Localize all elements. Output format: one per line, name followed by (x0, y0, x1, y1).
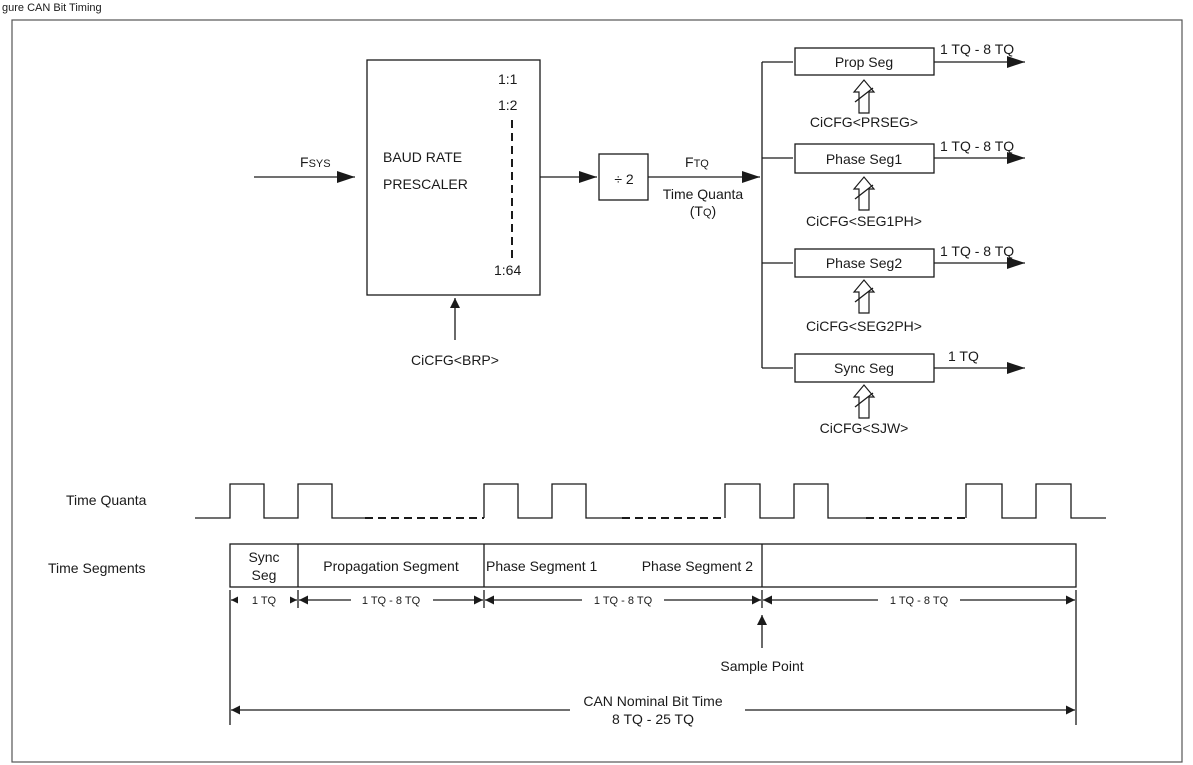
svg-text:(TQ): (TQ) (690, 203, 716, 219)
sample-point: Sample Point (720, 615, 804, 674)
ftq-subscript: TQ (694, 158, 710, 170)
svg-text:FTQ: FTQ (685, 154, 709, 170)
time-quanta-row: Time Quanta (66, 483, 1106, 519)
brp-config-label: CiCFG<BRP> (411, 352, 499, 368)
sync-seg-range: 1 TQ (948, 348, 979, 364)
divider-label: ÷ 2 (614, 171, 634, 187)
prop-seg-config: CiCFG<PRSEG> (810, 114, 918, 130)
svg-text:FSYS: FSYS (300, 154, 331, 170)
tq-subscript: Q (703, 207, 712, 219)
figure-title-fragment: gure CAN Bit Timing (2, 2, 102, 14)
span-phase2: 1 TQ - 8 TQ (890, 595, 949, 607)
sync-seg-config: CiCFG<SJW> (820, 420, 909, 436)
sync-seg-cell-line2: Seg (252, 567, 277, 583)
phase-segment-2-cell: Phase Segment 2 (642, 558, 754, 574)
nominal-bit-time-line1: CAN Nominal Bit Time (583, 693, 722, 709)
sync-seg-cell-line1: Sync (248, 549, 279, 565)
segment-phase2: Phase Seg2 1 TQ - 8 TQ CiCFG<SEG2PH> (794, 243, 1025, 334)
nominal-bit-time: CAN Nominal Bit Time 8 TQ - 25 TQ (231, 692, 1075, 730)
phase-seg1-label: Phase Seg1 (826, 151, 902, 167)
prop-seg-range: 1 TQ - 8 TQ (940, 41, 1014, 57)
time-quanta-label: Time Quanta (66, 492, 147, 508)
brp-config: CiCFG<BRP> (411, 298, 499, 368)
time-segments-row: Time Segments Sync Seg Propagation Segme… (48, 543, 1077, 588)
phase-segment-1-cell: Phase Segment 1 (486, 558, 598, 574)
phase-seg2-config: CiCFG<SEG2PH> (806, 318, 922, 334)
sync-seg-label: Sync Seg (834, 360, 894, 376)
prescaler-line2: PRESCALER (383, 176, 468, 192)
span-phase1: 1 TQ - 8 TQ (594, 595, 653, 607)
ratio-1-1: 1:1 (498, 71, 518, 87)
fsys-input: FSYS (254, 154, 355, 183)
ftq-label: F (685, 154, 694, 170)
segment-spans: 1 TQ 1 TQ - 8 TQ 1 TQ - 8 TQ 1 TQ - 8 TQ (229, 590, 1077, 725)
fsys-label: F (300, 154, 309, 170)
ratio-1-2: 1:2 (498, 97, 518, 113)
phase-seg1-config: CiCFG<SEG1PH> (806, 213, 922, 229)
tq-close: ) (712, 203, 717, 219)
sample-point-label: Sample Point (720, 658, 803, 674)
nominal-bit-time-line2: 8 TQ - 25 TQ (612, 711, 694, 727)
time-segments-label: Time Segments (48, 560, 146, 576)
propagation-segment-cell: Propagation Segment (323, 558, 459, 574)
span-prop: 1 TQ - 8 TQ (362, 595, 421, 607)
span-sync: 1 TQ (252, 595, 277, 607)
time-segments-bar (229, 543, 1077, 588)
divide-by-2-block: ÷ 2 (598, 153, 649, 201)
prescaler-line1: BAUD RATE (383, 149, 462, 165)
segment-prop: Prop Seg 1 TQ - 8 TQ CiCFG<PRSEG> (794, 41, 1025, 130)
ratio-1-64: 1:64 (494, 262, 521, 278)
phase-seg1-range: 1 TQ - 8 TQ (940, 138, 1014, 154)
ftq-output: FTQ Time Quanta (TQ) (648, 154, 760, 219)
baud-rate-prescaler-block: BAUD RATE PRESCALER 1:1 1:2 1:64 (366, 59, 541, 296)
prop-seg-label: Prop Seg (835, 54, 893, 70)
tq-open: (T (690, 203, 704, 219)
phase-seg2-label: Phase Seg2 (826, 255, 902, 271)
segment-bus (761, 61, 793, 369)
time-quanta-caption: Time Quanta (663, 186, 744, 202)
fsys-subscript: SYS (309, 158, 331, 170)
time-quanta-waveform (195, 483, 1106, 519)
phase-seg2-range: 1 TQ - 8 TQ (940, 243, 1014, 259)
segment-phase1: Phase Seg1 1 TQ - 8 TQ CiCFG<SEG1PH> (794, 138, 1025, 229)
segment-sync: Sync Seg 1 TQ CiCFG<SJW> (794, 348, 1025, 436)
